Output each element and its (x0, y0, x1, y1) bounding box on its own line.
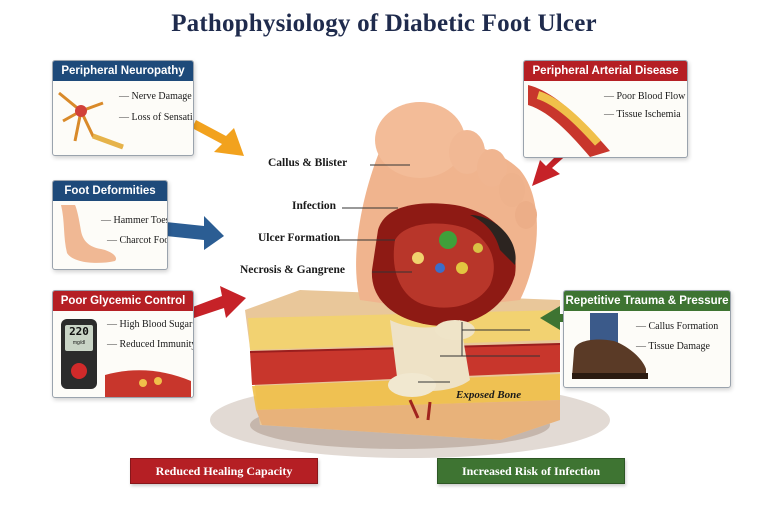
card-item: Nerve Damage (119, 91, 192, 102)
shoe-icon (572, 313, 648, 379)
label-infection: Infection (292, 200, 337, 212)
card-title: Peripheral Neuropathy (53, 61, 193, 81)
card-item: Callus Formation (636, 321, 719, 332)
card-poor-glycemic-control: Poor Glycemic Control 220 mg/dl High Blo… (52, 290, 194, 398)
card-item: Hammer Toes (101, 215, 168, 226)
glucose-meter-icon: 220 mg/dl (61, 319, 97, 389)
nerve-cell-icon (58, 91, 124, 150)
card-item: Tissue Ischemia (604, 109, 680, 120)
card-title: Repetitive Trauma & Pressure (564, 291, 730, 311)
meter-reading: 220 (69, 325, 89, 338)
blood-vessel-icon (105, 370, 191, 397)
meter-unit: mg/dl (72, 340, 86, 346)
card-repetitive-trauma: Repetitive Trauma & Pressure Callus Form… (563, 290, 731, 388)
arrow-deformities (166, 216, 224, 250)
card-item: High Blood Sugar (107, 319, 193, 330)
label-necrosis-gangrene: Necrosis & Gangrene (240, 264, 345, 276)
card-title: Poor Glycemic Control (53, 291, 193, 311)
card-foot-deformities: Foot Deformities Hammer Toes Charcot Foo… (52, 180, 168, 270)
arrow-glycemic (190, 286, 246, 318)
banner-infection-risk: Increased Risk of Infection (437, 458, 625, 484)
card-item: Loss of Sensation (119, 112, 194, 123)
card-title: Foot Deformities (53, 181, 167, 201)
card-item: Poor Blood Flow (604, 91, 686, 102)
label-callus-blister: Callus & Blister (268, 157, 348, 169)
card-peripheral-neuropathy: Peripheral Neuropathy Nerve Damage Loss … (52, 60, 194, 156)
label-ulcer-formation: Ulcer Formation (258, 232, 340, 244)
arrow-neuropathy (192, 120, 244, 156)
label-exposed-bone: Exposed Bone (456, 389, 522, 401)
banner-reduced-healing: Reduced Healing Capacity (130, 458, 318, 484)
card-peripheral-arterial-disease: Peripheral Arterial Disease Poor Blood F… (523, 60, 688, 158)
card-title: Peripheral Arterial Disease (524, 61, 687, 81)
page-title: Pathophysiology of Diabetic Foot Ulcer (171, 10, 597, 37)
foot-icon (61, 205, 117, 263)
card-item: Reduced Immunity (107, 339, 194, 350)
arrow-trauma (540, 306, 572, 330)
card-item: Tissue Damage (636, 341, 710, 352)
artery-icon (528, 85, 610, 157)
card-item-plain: Charcot Foot (107, 235, 168, 246)
